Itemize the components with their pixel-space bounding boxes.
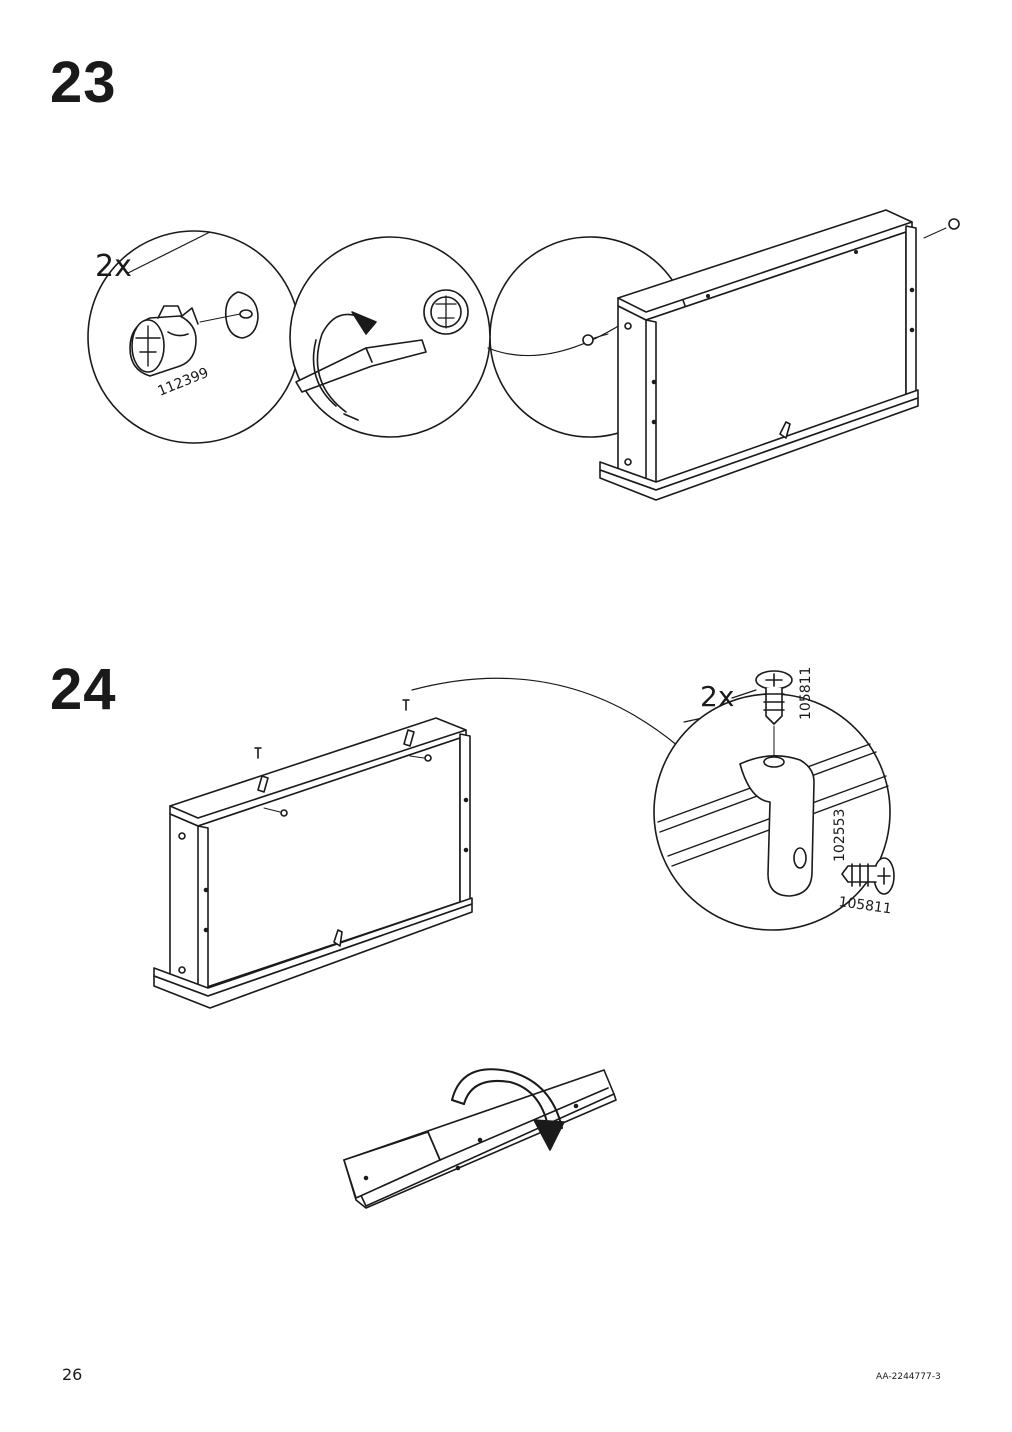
screw-icon bbox=[263, 807, 288, 817]
flat-screwdriver-icon bbox=[295, 339, 427, 393]
step-23-quantity: 2x bbox=[95, 249, 132, 284]
step-23-number: 23 bbox=[50, 50, 117, 115]
bracket-detail-circle: 2x 105811 102553 105811 bbox=[411, 667, 895, 931]
cam-lock-detail-circle: 2x 112399 bbox=[87, 230, 301, 444]
screw-icon bbox=[755, 670, 793, 757]
part-code-105811-side: 105811 bbox=[837, 894, 892, 917]
angle-bracket-icon bbox=[254, 747, 269, 793]
cam-lock-fitting-icon bbox=[423, 289, 469, 335]
page-number: 26 bbox=[62, 1365, 83, 1384]
cam-lock-fitting-icon bbox=[129, 305, 199, 377]
flip-over-arrow-icon bbox=[451, 1068, 565, 1151]
screw-icon bbox=[409, 754, 432, 762]
step-24-cabinet bbox=[153, 699, 473, 1009]
step-24-quantity: 2x bbox=[700, 680, 734, 713]
angle-bracket-icon bbox=[402, 699, 415, 747]
part-code-102553: 102553 bbox=[832, 809, 848, 862]
step-24-number: 24 bbox=[50, 657, 117, 722]
cam-lock-fitting-icon bbox=[582, 333, 609, 346]
part-code-105811-top: 105811 bbox=[798, 667, 814, 720]
screw-icon bbox=[841, 857, 895, 895]
screwdriver-detail-circle bbox=[289, 236, 691, 438]
step-23-cabinet bbox=[582, 209, 960, 501]
angle-bracket-icon bbox=[739, 755, 815, 897]
document-code: AA-2244777-3 bbox=[876, 1372, 941, 1382]
cam-lock-fitting-icon bbox=[923, 218, 960, 239]
rotate-arrow-icon bbox=[312, 311, 377, 421]
flipped-cabinet bbox=[343, 1069, 617, 1209]
